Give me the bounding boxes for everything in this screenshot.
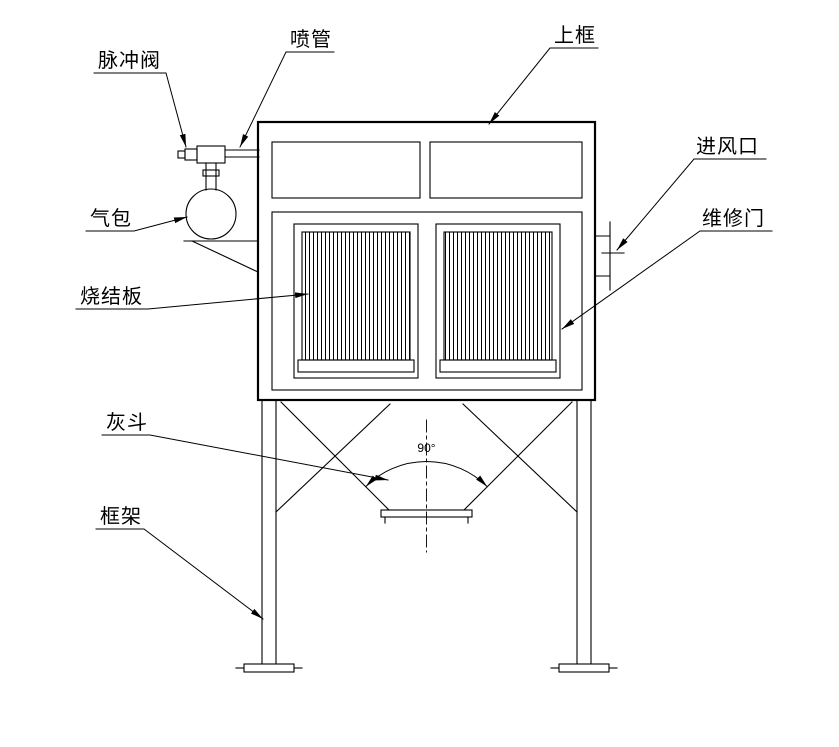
right-foot-plate xyxy=(558,663,610,673)
plate-tray-right xyxy=(439,359,557,373)
air-bag-bracket xyxy=(183,240,259,273)
maintenance-door-leader xyxy=(561,230,773,330)
sintered-plate-right-assembly xyxy=(435,223,561,379)
pulse-valve-leader xyxy=(93,72,187,148)
top-window-left xyxy=(271,141,421,199)
pulse-valve-nub xyxy=(177,150,186,159)
air-inlet-leader xyxy=(616,158,767,251)
hopper-left-slope xyxy=(280,401,390,511)
label-blow-pipe: 喷管 xyxy=(290,28,332,51)
stem-coupling xyxy=(202,169,220,177)
label-ash-hopper: 灰斗 xyxy=(106,411,148,434)
hopper-right-slope xyxy=(463,401,573,511)
labels: 脉冲阀 喷管 上框 进风口 维修门 气包 烧结板 灰斗 框架 xyxy=(80,24,765,528)
pulse-valve-assembly xyxy=(177,145,260,191)
left-foot-plate xyxy=(243,663,295,673)
pulse-valve-fitting xyxy=(184,148,198,161)
air-bag xyxy=(185,188,237,240)
sintered-plate-leader xyxy=(75,292,309,310)
bracket-brace xyxy=(191,240,259,273)
pulse-valve-body xyxy=(196,145,226,164)
blow-pipe-leader xyxy=(239,51,335,148)
plate-tray-left xyxy=(297,359,415,373)
sintered-plate-left-assembly xyxy=(293,223,419,379)
leader-lines xyxy=(75,47,773,620)
hopper-angle-label: 90° xyxy=(417,441,435,455)
ash-hopper-leader xyxy=(101,434,389,481)
upper-shell-outline xyxy=(256,120,597,402)
top-window-right xyxy=(429,141,583,199)
air-bag-leader xyxy=(85,216,188,232)
cross-brace-left xyxy=(275,403,391,513)
air-inlet-assembly xyxy=(594,221,625,291)
ash-hopper-assembly: 90° xyxy=(280,401,573,553)
label-air-bag: 气包 xyxy=(90,207,132,230)
label-pulse-valve: 脉冲阀 xyxy=(98,49,161,72)
plate-frame-left xyxy=(293,223,419,379)
collector-body xyxy=(256,120,597,402)
cross-brace-right xyxy=(462,403,578,513)
label-upper-frame: 上框 xyxy=(554,24,596,47)
support-frame xyxy=(235,399,618,673)
plate-hatch-right xyxy=(443,231,553,361)
label-maintenance-door: 维修门 xyxy=(702,207,765,230)
frame-leader xyxy=(95,528,264,620)
plate-frame-right xyxy=(435,223,561,379)
label-sintered-plate: 烧结板 xyxy=(80,285,143,308)
plate-hatch-left xyxy=(301,231,411,361)
label-air-inlet: 进风口 xyxy=(696,135,759,158)
upper-frame-leader xyxy=(488,47,599,125)
panel-chamber-outline xyxy=(271,211,583,391)
label-frame: 框架 xyxy=(100,505,142,528)
